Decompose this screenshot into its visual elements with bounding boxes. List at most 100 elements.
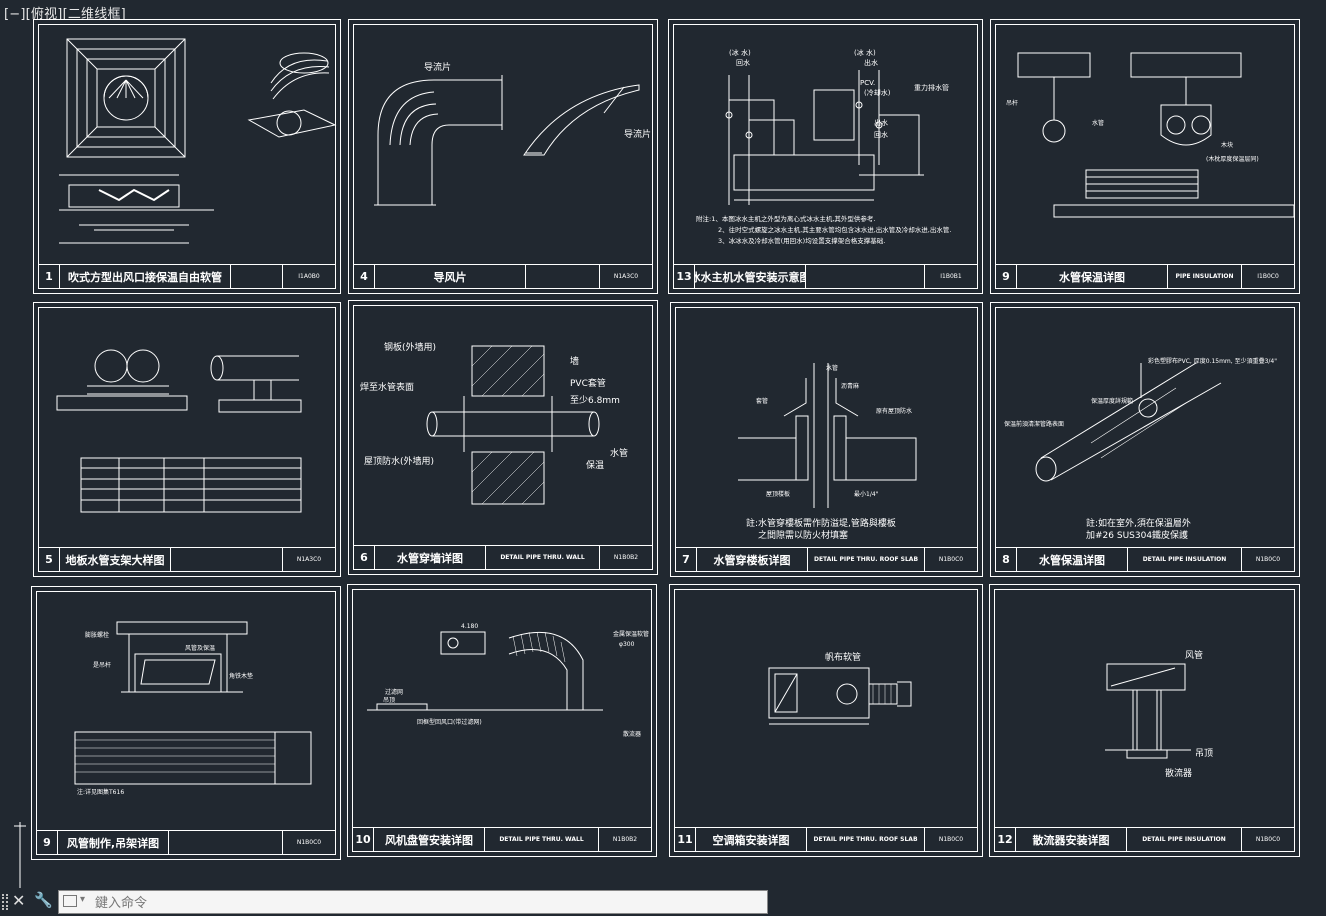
svg-text:屋顶防水(外墙用): 屋顶防水(外墙用)	[364, 455, 434, 467]
sheet-subtitle	[171, 548, 283, 571]
sheet-subtitle: DETAIL PIPE THRU. ROOF SLAB	[808, 548, 925, 571]
svg-text:(冷却水): (冷却水)	[864, 88, 891, 97]
drawing-sheet-9a[interactable]: 吊杆 水管 木块 (木枕厚度保温层同) 9 水管保温详图 PIPE INSULA…	[990, 19, 1300, 294]
svg-text:导流片: 导流片	[424, 61, 451, 73]
sheet-code: N1B0C0	[1255, 836, 1281, 843]
command-prompt-icon[interactable]	[63, 895, 77, 907]
sheet-frame: 吊杆 水管 木块 (木枕厚度保温层同) 9 水管保温详图 PIPE INSULA…	[995, 24, 1295, 289]
wrench-icon[interactable]: 🔧	[34, 891, 53, 909]
sheet-subtitle: DETAIL PIPE INSULATION	[1127, 828, 1242, 851]
sheet-code: N1B0C0	[938, 836, 964, 843]
svg-text:出水: 出水	[874, 118, 888, 127]
drawing-pipe-insulation: 吊杆 水管 木块 (木枕厚度保温层同)	[1006, 52, 1295, 218]
drag-handle[interactable]	[2, 894, 8, 910]
svg-text:散流器: 散流器	[1165, 767, 1192, 779]
dropdown-arrow-icon[interactable]: ▾	[80, 894, 86, 905]
svg-text:(冰 水): (冰 水)	[729, 48, 751, 57]
sheet-frame: 水管 套管 沥青麻 原有屋顶防水 屋顶楼板 最小1/4" 註:水管穿樓板需作防溢…	[675, 307, 978, 572]
title-block: 6 水管穿墙详图 DETAIL PIPE THRU. WALL N1B0B2	[354, 545, 652, 569]
svg-text:角铁木垫: 角铁木垫	[229, 672, 253, 680]
sheet-frame: 彩色塑膠布PVC, 厚度0.15mm, 至少須重疊3/4" 保温厚度詳規範 保温…	[995, 307, 1295, 572]
drawing-sheet-10[interactable]: 4.180 金属保温软管 φ300 过滤网 吊顶 散流器 回框型回风口(带过滤网…	[347, 584, 657, 857]
drawing-pipe-through-wall: 钢板(外墙用) 焊至水管表面 屋顶防水(外墙用) 墙 PVC套管 至少6.8mm…	[360, 341, 628, 505]
sheet-title: 冰水主机水管安装示意图	[695, 265, 806, 288]
drawing-sheet-13[interactable]: (冰 水) 回水 (冰 水) 出水 (冷却水) PCV. 出水 回水 重力排水管…	[668, 19, 983, 294]
drawing-sheet-7[interactable]: 水管 套管 沥青麻 原有屋顶防水 屋顶楼板 最小1/4" 註:水管穿樓板需作防溢…	[670, 302, 983, 577]
svg-text:PVC套管: PVC套管	[570, 377, 606, 389]
title-block: 10 风机盘管安装详图 DETAIL PIPE THRU. WALL N1B0B…	[353, 827, 651, 851]
viewport-controls-label[interactable]: [−][俯视][二维线框]	[4, 7, 126, 22]
sheet-number: 4	[354, 265, 375, 288]
sheet-subtitle	[231, 265, 283, 288]
svg-text:风管: 风管	[1185, 649, 1203, 661]
sheet-frame: 膨胀螺栓 是吊杆 风管及保温 角铁木垫 注:详见图集T616 9 风管制作,吊架…	[36, 591, 336, 855]
command-input[interactable]	[93, 893, 757, 913]
svg-text:4.180: 4.180	[461, 623, 478, 630]
svg-text:注:详见图集T616: 注:详见图集T616	[77, 788, 124, 796]
sheet-subtitle	[169, 831, 283, 854]
drawing-sheet-6[interactable]: 钢板(外墙用) 焊至水管表面 屋顶防水(外墙用) 墙 PVC套管 至少6.8mm…	[348, 300, 658, 575]
drawing-sheet-11[interactable]: 帆布软管 11 空调箱安装详图 DETAIL PIPE THRU. ROOF S…	[669, 584, 983, 857]
sheet-code: N1B0B2	[612, 836, 638, 843]
sheet-frame: 帆布软管 11 空调箱安装详图 DETAIL PIPE THRU. ROOF S…	[674, 589, 978, 852]
sheet-number: 9	[996, 265, 1017, 288]
drawing-ahu: 帆布软管	[768, 651, 912, 725]
title-block: 7 水管穿楼板详图 DETAIL PIPE THRU. ROOF SLAB N1…	[676, 547, 977, 571]
drawing-sheet-9b[interactable]: 膨胀螺栓 是吊杆 风管及保温 角铁木垫 注:详见图集T616 9 风管制作,吊架…	[31, 586, 341, 860]
svg-text:至少6.8mm: 至少6.8mm	[570, 395, 620, 406]
sheet-subtitle: PIPE INSULATION	[1168, 265, 1242, 288]
drawing-guide-vane: 导流片 导流片	[374, 61, 651, 206]
svg-text:墙: 墙	[570, 355, 579, 367]
sheet-subtitle	[526, 265, 600, 288]
sheet-number: 1	[39, 265, 60, 288]
drawing-sheet-1[interactable]: 1 吹式方型出风口接保温自由软管 I1A0B0	[33, 19, 341, 294]
sheet-title: 吹式方型出风口接保温自由软管	[60, 265, 231, 288]
title-block: 4 导风片 N1A3C0	[354, 264, 652, 288]
title-block: 8 水管保温详图 DETAIL PIPE INSULATION N1B0C0	[996, 547, 1294, 571]
title-block: 11 空调箱安装详图 DETAIL PIPE THRU. ROOF SLAB N…	[675, 827, 977, 851]
drawing-fan-coil: 4.180 金属保温软管 φ300 过滤网 吊顶 散流器 回框型回风口(带过滤网…	[367, 623, 649, 738]
svg-text:金属保温软管: 金属保温软管	[613, 630, 649, 638]
svg-text:回水: 回水	[736, 58, 750, 67]
svg-text:帆布软管: 帆布软管	[825, 651, 861, 663]
drawing-sheet-4[interactable]: 导流片 导流片 4 导风片 N1A3C0	[348, 19, 658, 294]
sheet-frame: 5 地板水管支架大样图 N1A3C0	[38, 307, 336, 572]
svg-text:保温: 保温	[586, 459, 604, 471]
svg-text:焊至水管表面: 焊至水管表面	[360, 381, 414, 393]
sheet-title: 风管制作,吊架详图	[58, 831, 169, 854]
drawing-ceiling-diffuser: 风管 吊顶 散流器	[1105, 649, 1213, 779]
title-block: 9 风管制作,吊架详图 N1B0C0	[37, 830, 335, 854]
title-block: 5 地板水管支架大样图 N1A3C0	[39, 547, 335, 571]
sheet-title: 水管穿墙详图	[375, 546, 486, 569]
svg-text:散流器: 散流器	[623, 730, 641, 738]
sheet-code: N1B0C0	[1255, 556, 1281, 563]
title-block: 13 冰水主机水管安装示意图 I1B0B1	[674, 264, 977, 288]
sheet-subtitle: DETAIL PIPE THRU. WALL	[486, 546, 600, 569]
svg-text:吊杆: 吊杆	[1006, 99, 1018, 107]
drawing-sheet-12[interactable]: 风管 吊顶 散流器 12 散流器安装详图 DETAIL PIPE INSULAT…	[989, 584, 1300, 857]
close-icon[interactable]: ✕	[12, 891, 26, 910]
svg-text:回框型回风口(带过滤网): 回框型回风口(带过滤网)	[417, 718, 482, 726]
sheet-subtitle	[806, 265, 925, 288]
drawing-sheet-5[interactable]: 5 地板水管支架大样图 N1A3C0	[33, 302, 341, 577]
sheet-title: 风机盘管安装详图	[374, 828, 485, 851]
drawing-sheet-8[interactable]: 彩色塑膠布PVC, 厚度0.15mm, 至少須重疊3/4" 保温厚度詳規範 保温…	[990, 302, 1300, 577]
sheet-title: 导风片	[375, 265, 526, 288]
sheet-number: 8	[996, 548, 1017, 571]
svg-text:木块: 木块	[1221, 141, 1233, 149]
sheet-number: 13	[674, 265, 695, 288]
svg-text:保温前須清潔管路表面: 保温前須清潔管路表面	[1004, 420, 1064, 428]
svg-text:2、往时空式螺旋之冰水主机,其主要水管均包含冰水进,出水管及: 2、往时空式螺旋之冰水主机,其主要水管均包含冰水进,出水管及冷却水进,出水管.	[718, 225, 951, 234]
sheet-code: I1A0B0	[298, 273, 320, 280]
svg-text:过滤网: 过滤网	[385, 688, 403, 696]
sheet-number: 7	[676, 548, 697, 571]
sheet-code: I1B0B1	[940, 273, 962, 280]
drawing-duct-hanger: 膨胀螺栓 是吊杆 风管及保温 角铁木垫 注:详见图集T616	[74, 621, 312, 796]
sheet-title: 地板水管支架大样图	[60, 548, 171, 571]
sheet-title: 水管穿楼板详图	[697, 548, 808, 571]
sheet-frame: 导流片 导流片 4 导风片 N1A3C0	[353, 24, 653, 289]
sheet-frame: 钢板(外墙用) 焊至水管表面 屋顶防水(外墙用) 墙 PVC套管 至少6.8mm…	[353, 305, 653, 570]
sheet-title: 水管保温详图	[1017, 548, 1128, 571]
svg-text:水管: 水管	[1092, 119, 1104, 127]
sheet-code: N1B0B2	[613, 554, 639, 561]
